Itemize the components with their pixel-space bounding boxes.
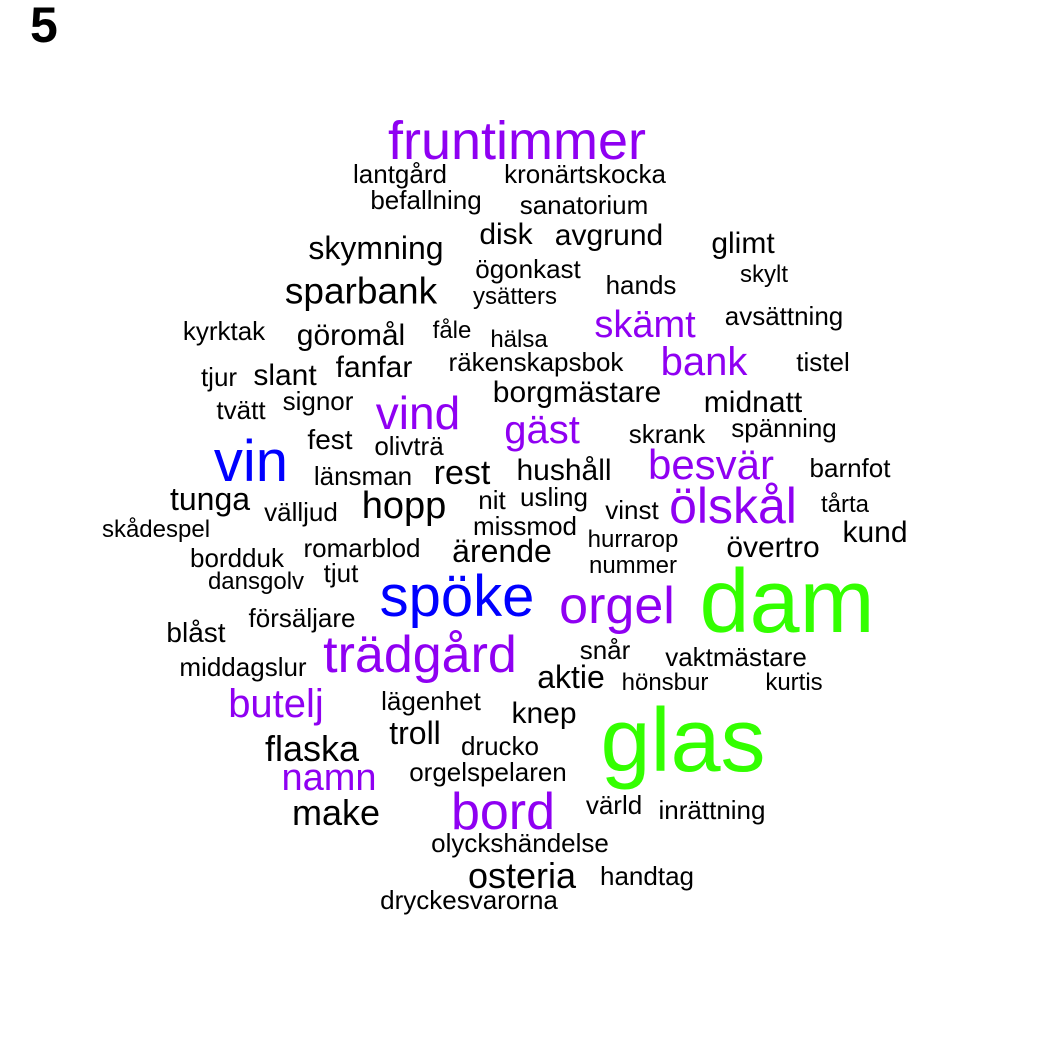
cloud-word: skylt <box>740 261 788 288</box>
cloud-word: nummer <box>588 552 678 579</box>
cloud-word: tvätt <box>216 395 266 425</box>
cloud-word: ysätters <box>472 283 558 310</box>
cloud-word: trädgård <box>323 626 517 684</box>
cloud-word: midnatt <box>703 386 803 419</box>
cloud-word: besvär <box>647 441 775 488</box>
cloud-word: tunga <box>169 481 251 517</box>
cloud-word: vaktmästare <box>665 642 807 672</box>
cloud-word: slant <box>253 359 317 392</box>
cloud-word: fåle <box>432 317 472 344</box>
cloud-word: räkenskapsbok <box>448 347 624 377</box>
cloud-word: troll <box>389 715 441 751</box>
cloud-word: barnfot <box>809 453 891 483</box>
cloud-word: kurtis <box>765 669 823 696</box>
cloud-word: signor <box>282 386 354 416</box>
cloud-word: tjut <box>323 558 359 588</box>
cloud-word: övertro <box>726 531 820 564</box>
cloud-word: knep <box>511 697 577 730</box>
cloud-word: aktie <box>537 659 605 695</box>
cloud-word: olyckshändelse <box>431 828 609 858</box>
cloud-word: dryckesvarorna <box>380 885 558 915</box>
cloud-word: skrank <box>628 419 706 449</box>
cloud-word: orgelspelaren <box>409 757 567 787</box>
cloud-word: skådespel <box>101 516 211 543</box>
cloud-word: vinst <box>605 495 659 525</box>
cloud-word: butelj <box>228 682 324 726</box>
cloud-word: befallning <box>370 185 482 215</box>
cloud-word: tårta <box>820 491 870 518</box>
cloud-word: vind <box>375 387 461 439</box>
cloud-word: fanfar <box>335 351 413 384</box>
panel-label: 5 <box>30 0 58 53</box>
cloud-word: glas <box>600 691 766 791</box>
cloud-word: kronärtskocka <box>504 159 666 189</box>
cloud-word: värld <box>585 790 643 820</box>
cloud-word: flaska <box>264 728 360 769</box>
cloud-word: olivträ <box>374 431 444 461</box>
cloud-word: middagslur <box>179 652 307 682</box>
cloud-word: vin <box>213 429 289 494</box>
cloud-word: kund <box>842 516 908 549</box>
cloud-word: fest <box>307 424 353 455</box>
cloud-word: osteria <box>467 855 577 896</box>
cloud-word: handtag <box>600 861 694 891</box>
cloud-word: hands <box>605 270 677 300</box>
cloud-word: dam <box>699 552 875 652</box>
cloud-word: snår <box>579 635 631 665</box>
cloud-word: välljud <box>264 497 338 527</box>
cloud-word: sanatorium <box>519 190 649 220</box>
cloud-word: bord <box>450 783 556 841</box>
cloud-word: nit <box>478 485 506 515</box>
cloud-word: rest <box>433 454 491 492</box>
cloud-word: lantgård <box>353 159 447 189</box>
cloud-word: avgrund <box>554 219 664 252</box>
cloud-word: länsman <box>313 461 413 491</box>
cloud-word: avsättning <box>724 301 844 331</box>
cloud-word: försäljare <box>248 603 356 633</box>
cloud-word: kyrktak <box>182 316 266 346</box>
cloud-word: tjur <box>200 362 238 392</box>
cloud-word: skymning <box>308 230 444 266</box>
cloud-word: dansgolv <box>207 568 305 595</box>
cloud-word: missmod <box>472 511 578 541</box>
cloud-word: göromål <box>296 319 406 352</box>
cloud-word: lägenhet <box>381 686 481 716</box>
cloud-word: hopp <box>361 485 447 527</box>
cloud-word: ölskål <box>669 478 797 534</box>
cloud-word: sparbank <box>284 270 438 312</box>
cloud-word: usling <box>520 482 588 512</box>
cloud-word: bank <box>660 340 748 384</box>
cloud-word: blåst <box>166 617 226 648</box>
cloud-word: borgmästare <box>492 376 662 409</box>
cloud-word: ärende <box>452 533 552 569</box>
cloud-word: disk <box>479 218 533 251</box>
cloud-word: orgel <box>559 577 675 635</box>
cloud-word: romarblod <box>303 533 421 563</box>
cloud-word: hönsbur <box>621 669 709 696</box>
cloud-word: bordduk <box>190 543 284 573</box>
cloud-word: namn <box>281 757 377 799</box>
cloud-word: spöke <box>379 564 535 629</box>
cloud-word: drucko <box>460 731 540 761</box>
cloud-word: hälsa <box>490 326 548 353</box>
cloud-word: make <box>291 792 381 833</box>
cloud-word: inrättning <box>658 795 766 825</box>
cloud-word: spänning <box>731 413 837 443</box>
cloud-word: hurrarop <box>587 526 679 553</box>
cloud-word: tistel <box>796 347 850 377</box>
cloud-word: gäst <box>504 408 580 452</box>
cloud-word: fruntimmer <box>387 111 647 171</box>
cloud-word: hushåll <box>516 454 612 487</box>
cloud-word: ögonkast <box>475 254 581 284</box>
cloud-word: glimt <box>711 227 775 260</box>
cloud-word: skämt <box>594 304 696 346</box>
